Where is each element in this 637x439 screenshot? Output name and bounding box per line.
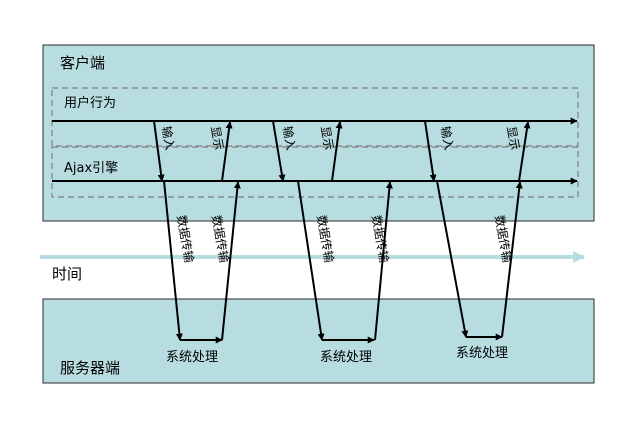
transfer-down-arrow <box>163 180 183 341</box>
cycle-2: 输入 显示 数据传输 数据传输 系统处理 <box>272 120 393 365</box>
process-label: 系统处理 <box>456 346 508 361</box>
display-arrow <box>331 121 343 182</box>
process-label: 系统处理 <box>320 350 372 365</box>
input-label: 输入 <box>280 125 299 151</box>
transfer-up-arrow <box>221 181 241 341</box>
display-label: 显示 <box>208 125 226 151</box>
input-label: 输入 <box>438 125 457 151</box>
user-behavior-label: 用户行为 <box>64 95 116 111</box>
ajax-engine-label: Ajax引擎 <box>64 161 118 176</box>
transfer-up-arrow <box>501 181 523 338</box>
input-arrow <box>153 120 165 182</box>
display-label: 显示 <box>318 125 336 151</box>
display-label: 显示 <box>504 125 522 151</box>
input-arrow <box>272 120 286 182</box>
transfer-down-arrow <box>297 180 325 341</box>
process-label: 系统处理 <box>166 350 218 365</box>
input-arrow <box>424 120 437 182</box>
transfer-up-arrow <box>374 181 393 341</box>
input-label: 输入 <box>159 125 178 151</box>
cycle-1: 输入 显示 数据传输 数据传输 系统处理 <box>153 120 241 365</box>
display-arrow <box>518 121 531 182</box>
ajax-engine-box <box>51 146 579 198</box>
client-label: 客户端 <box>60 54 105 72</box>
display-arrow <box>221 121 233 182</box>
time-label: 时间 <box>52 265 82 283</box>
client-panel <box>42 44 595 222</box>
transfer-down-arrow <box>436 180 469 338</box>
user-behavior-box <box>51 87 579 147</box>
server-label: 服务器端 <box>60 359 120 377</box>
